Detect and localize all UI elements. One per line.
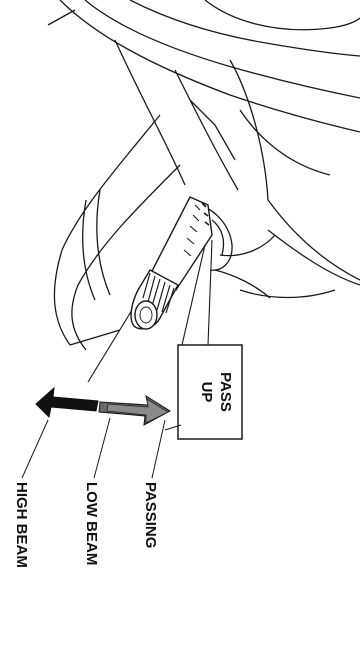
up-pass-label-line2: PASS (217, 372, 234, 412)
label-leaders (22, 418, 181, 478)
passing-label: PASSING (142, 482, 159, 548)
low-beam-label: LOW BEAM (83, 482, 100, 565)
up-pass-callout: UP PASS (178, 345, 242, 439)
direction-arrows (36, 388, 170, 425)
headlight-lever (131, 197, 212, 329)
high-beam-arrow-icon (36, 388, 98, 417)
steering-wheel-rim (48, 0, 360, 132)
up-pass-label-line1: UP (198, 382, 215, 403)
high-beam-label: HIGH BEAM (13, 482, 30, 568)
steering-column (115, 40, 360, 285)
leader-line (88, 310, 132, 382)
